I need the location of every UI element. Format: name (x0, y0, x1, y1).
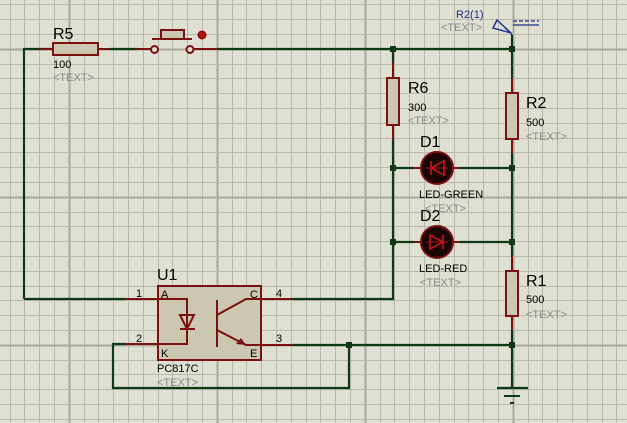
wire-r6-to-u1[interactable] (292, 140, 395, 301)
junction-dot (390, 239, 396, 245)
u1-pin-2: 2 (136, 333, 142, 345)
voltage-probe[interactable]: R2(1) <TEXT> (441, 9, 539, 36)
u1-pin-1: 1 (136, 288, 142, 300)
junctions (346, 46, 515, 348)
resistor-r2[interactable]: R2 500 <TEXT> (505, 78, 567, 153)
r2-value: 500 (526, 117, 544, 129)
wire-top[interactable] (22, 47, 52, 299)
r1-ref: R1 (526, 273, 547, 290)
junction-dot (509, 342, 515, 348)
switch-actuator-icon[interactable] (197, 30, 207, 40)
d2-ref: D2 (420, 208, 441, 225)
ground-icon[interactable] (497, 386, 528, 404)
resistor-r5[interactable]: R5 100 <TEXT> (40, 26, 110, 84)
junction-dot (346, 342, 352, 348)
u1-pin-name-e: E (250, 348, 257, 360)
optocoupler-u1[interactable]: U1 1 2 4 3 A K C E PC817C <TEXT> (126, 267, 292, 389)
r5-value: 100 (53, 59, 71, 71)
diode-right-icon (429, 233, 445, 251)
r1-placeholder: <TEXT> (526, 309, 567, 321)
junction-dot (390, 165, 396, 171)
r1-value: 500 (526, 294, 544, 306)
u1-pin-name-k: K (161, 348, 169, 360)
r6-placeholder: <TEXT> (408, 115, 449, 127)
junction-dot (390, 46, 396, 52)
d2-value: LED-RED (419, 263, 467, 275)
probe-placeholder: <TEXT> (441, 22, 482, 34)
d2-placeholder: <TEXT> (420, 277, 461, 289)
u1-pin-3: 3 (276, 333, 282, 345)
u1-pin-name-a: A (161, 289, 169, 301)
diode-left-icon (429, 159, 445, 177)
junction-dot (509, 165, 515, 171)
u1-value: PC817C (157, 363, 199, 375)
r6-ref: R6 (408, 80, 429, 97)
d1-value: LED-GREEN (419, 189, 483, 201)
wires (22, 35, 514, 390)
probe-label: R2(1) (456, 9, 484, 21)
r2-placeholder: <TEXT> (526, 131, 567, 143)
wire-pin2-loop[interactable] (111, 342, 351, 390)
u1-pin-4: 4 (276, 288, 282, 300)
u1-ref: U1 (157, 267, 178, 284)
u1-placeholder: <TEXT> (157, 377, 198, 389)
led-d1[interactable]: D1 LED-GREEN <TEXT> (414, 134, 483, 215)
r5-placeholder: <TEXT> (53, 72, 94, 84)
r5-ref: R5 (53, 26, 74, 43)
push-button-switch[interactable] (136, 29, 218, 54)
d1-ref: D1 (420, 134, 441, 151)
resistor-r1[interactable]: R1 500 <TEXT> (505, 256, 567, 330)
junction-dot (509, 239, 515, 245)
resistor-r6[interactable]: R6 300 <TEXT> (386, 62, 449, 140)
led-d2[interactable]: D2 LED-RED <TEXT> (414, 208, 467, 289)
u1-pin-name-c: C (250, 289, 258, 301)
junction-dot (509, 46, 515, 52)
r2-ref: R2 (526, 95, 547, 112)
r6-value: 300 (408, 102, 426, 114)
internal-led-icon (178, 314, 196, 332)
probe-icon (491, 18, 512, 34)
d1-placeholder: <TEXT> (425, 203, 466, 215)
